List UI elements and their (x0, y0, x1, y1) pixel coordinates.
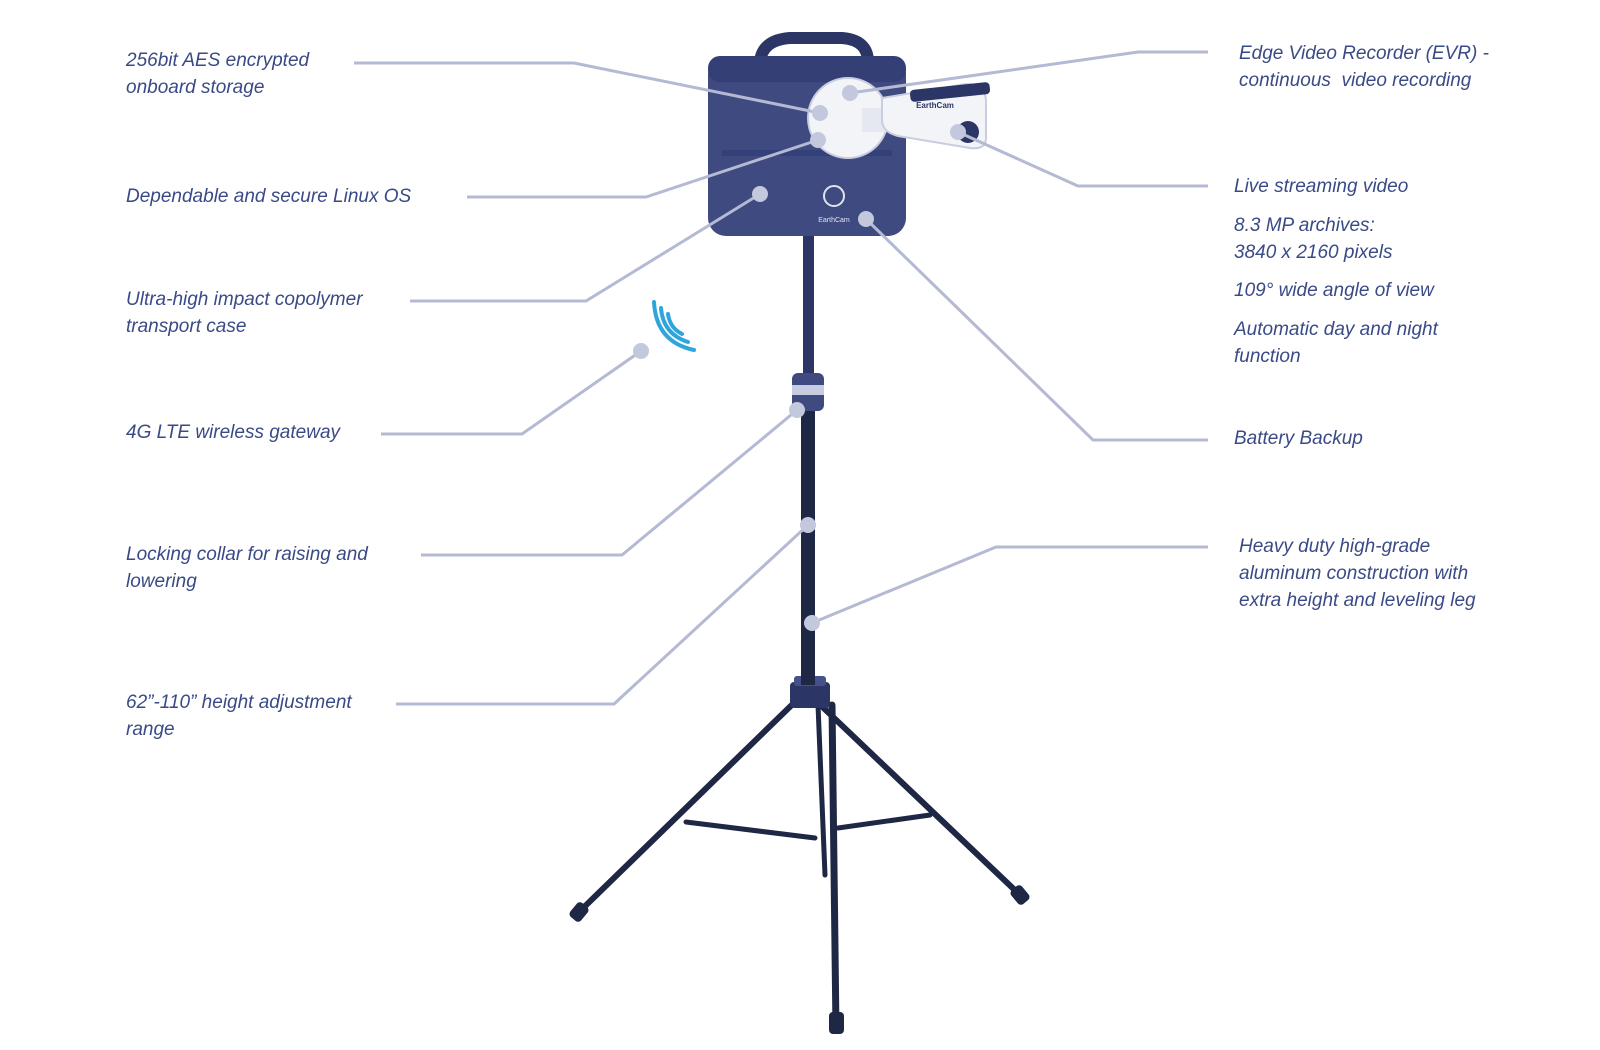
leader-lte (381, 349, 642, 436)
label-streaming: Live streaming video (1234, 173, 1408, 200)
label-collar: Locking collar for raising and lowering (126, 541, 368, 595)
dot-battery (858, 211, 874, 227)
leader-dots (633, 85, 966, 631)
leader-evr (849, 50, 1208, 95)
tripod (569, 676, 1030, 1034)
wifi-signal-icon (652, 300, 696, 352)
case-ridge (722, 150, 892, 156)
leader-aluminum (811, 545, 1208, 625)
leg-hub (790, 682, 830, 708)
mast (792, 225, 824, 685)
label-daynight-line-2: function (1234, 346, 1301, 367)
label-height: 62”-110” height adjustment range (126, 689, 352, 743)
camera-logo: EarthCam (916, 101, 954, 110)
leader-lines (354, 50, 1208, 706)
label-lte: 4G LTE wireless gateway (126, 419, 340, 446)
dot-collar (789, 402, 805, 418)
label-angle: 109° wide angle of view (1234, 277, 1434, 304)
label-streaming-line-1: Live streaming video (1234, 176, 1409, 197)
leader-height (396, 523, 810, 706)
label-archives-line-2: 3840 x 2160 pixels (1234, 242, 1393, 263)
case-logo-mark (823, 185, 845, 207)
label-storage: 256bit AES encrypted onboard storage (126, 47, 309, 101)
tripod-leg-back (815, 702, 828, 878)
dot-height (800, 517, 816, 533)
locking-collar-band (792, 385, 824, 395)
leader-linux (467, 138, 819, 199)
label-battery: Battery Backup (1234, 425, 1363, 452)
label-daynight: Automatic day and night function (1234, 316, 1438, 370)
label-height-line-1: 62”-110” height adjustment (126, 692, 352, 713)
label-aluminum-line-2: aluminum construction with (1239, 563, 1469, 584)
tripod-leg-center (828, 701, 840, 1034)
wifi-arc-2 (659, 306, 690, 344)
mast-upper (803, 225, 814, 385)
label-aluminum-line-1: Heavy duty high-grade (1239, 536, 1431, 557)
dot-streaming (950, 124, 966, 140)
label-lte-line-1: 4G LTE wireless gateway (126, 422, 341, 443)
leader-battery (864, 217, 1208, 442)
label-evr-line-2: continuous video recording (1239, 70, 1472, 91)
dot-lte (633, 343, 649, 359)
leg-foot-center (829, 1012, 844, 1034)
label-linux-line-1: Dependable and secure Linux OS (126, 186, 412, 207)
tripod-brace-right (835, 812, 933, 831)
case-lid-band (708, 56, 906, 82)
label-aluminum: Heavy duty high-grade aluminum construct… (1239, 533, 1476, 614)
case-handle (754, 32, 874, 63)
label-aluminum-line-3: extra height and leveling leg (1239, 590, 1476, 611)
tripod-leg-left (575, 694, 803, 916)
label-archives-line-1: 8.3 MP archives: (1234, 215, 1375, 236)
wifi-arc-1 (666, 312, 684, 336)
leader-case (410, 192, 761, 303)
leg-foot-right (1010, 885, 1030, 905)
label-angle-line-1: 109° wide angle of view (1234, 280, 1434, 301)
leader-streaming (957, 130, 1208, 188)
label-case: Ultra-high impact copolymer transport ca… (126, 286, 363, 340)
dot-evr (842, 85, 858, 101)
leader-collar (421, 408, 798, 557)
dot-aluminum (804, 615, 820, 631)
camera: EarthCam (807, 77, 991, 159)
dot-case (752, 186, 768, 202)
label-collar-line-2: lowering (126, 571, 197, 592)
label-battery-line-1: Battery Backup (1234, 428, 1363, 449)
case-logo: EarthCam (818, 217, 850, 224)
label-storage-line-2: onboard storage (126, 77, 265, 98)
label-evr-line-1: Edge Video Recorder (EVR) - (1239, 43, 1489, 64)
label-linux: Dependable and secure Linux OS (126, 183, 411, 210)
camera-visor (909, 82, 991, 102)
label-case-line-2: transport case (126, 316, 247, 337)
label-daynight-line-1: Automatic day and night (1234, 319, 1438, 340)
dot-storage (812, 105, 828, 121)
tripod-brace-left (683, 819, 818, 841)
mast-lower (801, 395, 815, 685)
dot-linux (810, 132, 826, 148)
label-collar-line-1: Locking collar for raising and (126, 544, 368, 565)
label-case-line-1: Ultra-high impact copolymer (126, 289, 363, 310)
wifi-arc-3 (652, 300, 696, 352)
label-storage-line-1: 256bit AES encrypted (126, 50, 310, 71)
label-archives: 8.3 MP archives: 3840 x 2160 pixels (1234, 212, 1392, 266)
label-evr: Edge Video Recorder (EVR) - continuous v… (1239, 40, 1489, 94)
leader-storage (354, 61, 821, 115)
label-height-line-2: range (126, 719, 175, 740)
leg-foot-left (569, 902, 589, 922)
tripod-leg-right (809, 694, 1023, 898)
